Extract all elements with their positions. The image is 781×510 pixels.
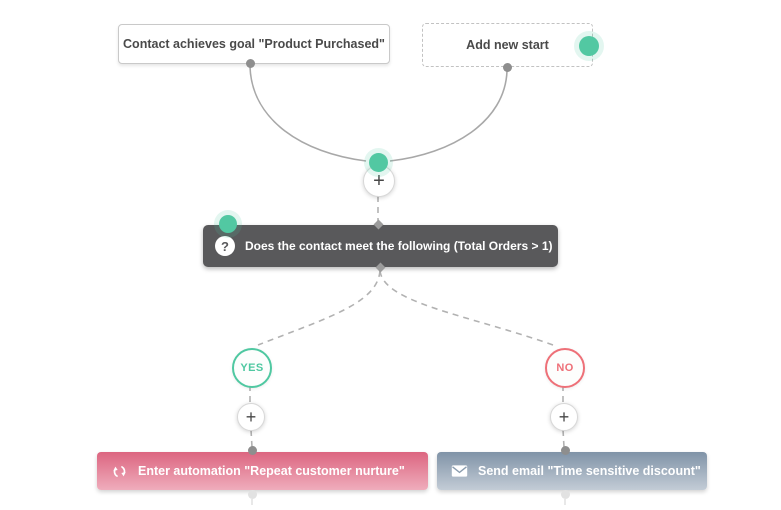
email-input-dot [561,446,570,455]
plus-icon: + [558,406,570,427]
add-action-button-yes[interactable]: + [237,403,265,431]
add-action-button-no[interactable]: + [550,403,578,431]
enter-automation-label: Enter automation "Repeat customer nurtur… [138,464,405,478]
plus-icon: + [245,406,257,427]
add-new-start-button[interactable]: Add new start [422,23,593,67]
wire-condition-to-yes [257,270,381,346]
condition-teal-badge [219,215,237,233]
start-node-goal-label: Contact achieves goal "Product Purchased… [123,37,385,51]
wire-condition-to-no [379,270,554,346]
join-teal-badge [369,153,388,172]
question-mark-icon: ? [215,236,235,256]
send-email-label: Send email "Time sensitive discount" [478,464,701,478]
branch-no-badge: NO [545,348,585,388]
plus-icon: + [373,169,385,192]
new-start-teal-badge [579,36,599,56]
envelope-icon [451,464,468,478]
branch-no-label: NO [556,362,574,374]
goal-output-dot [246,59,255,68]
wire-goal-to-join [249,66,367,162]
automation-input-dot [248,446,257,455]
wire-plus-to-email [562,429,565,448]
repeat-arrows-icon [111,463,128,480]
add-new-start-label: Add new start [466,38,549,52]
enter-automation-node[interactable]: Enter automation "Repeat customer nurtur… [97,452,428,490]
condition-node[interactable]: ? Does the contact meet the following (T… [203,225,558,267]
wire-addstart-to-join [389,70,508,162]
automation-output-dot [248,490,257,499]
branch-yes-badge: YES [232,348,272,388]
start-node-goal[interactable]: Contact achieves goal "Product Purchased… [118,24,390,64]
branch-yes-label: YES [240,362,264,374]
email-output-dot [561,490,570,499]
condition-label: Does the contact meet the following (Tot… [245,239,553,253]
wire-plus-to-automation [250,429,253,448]
addstart-output-dot [503,63,512,72]
send-email-node[interactable]: Send email "Time sensitive discount" [437,452,707,490]
